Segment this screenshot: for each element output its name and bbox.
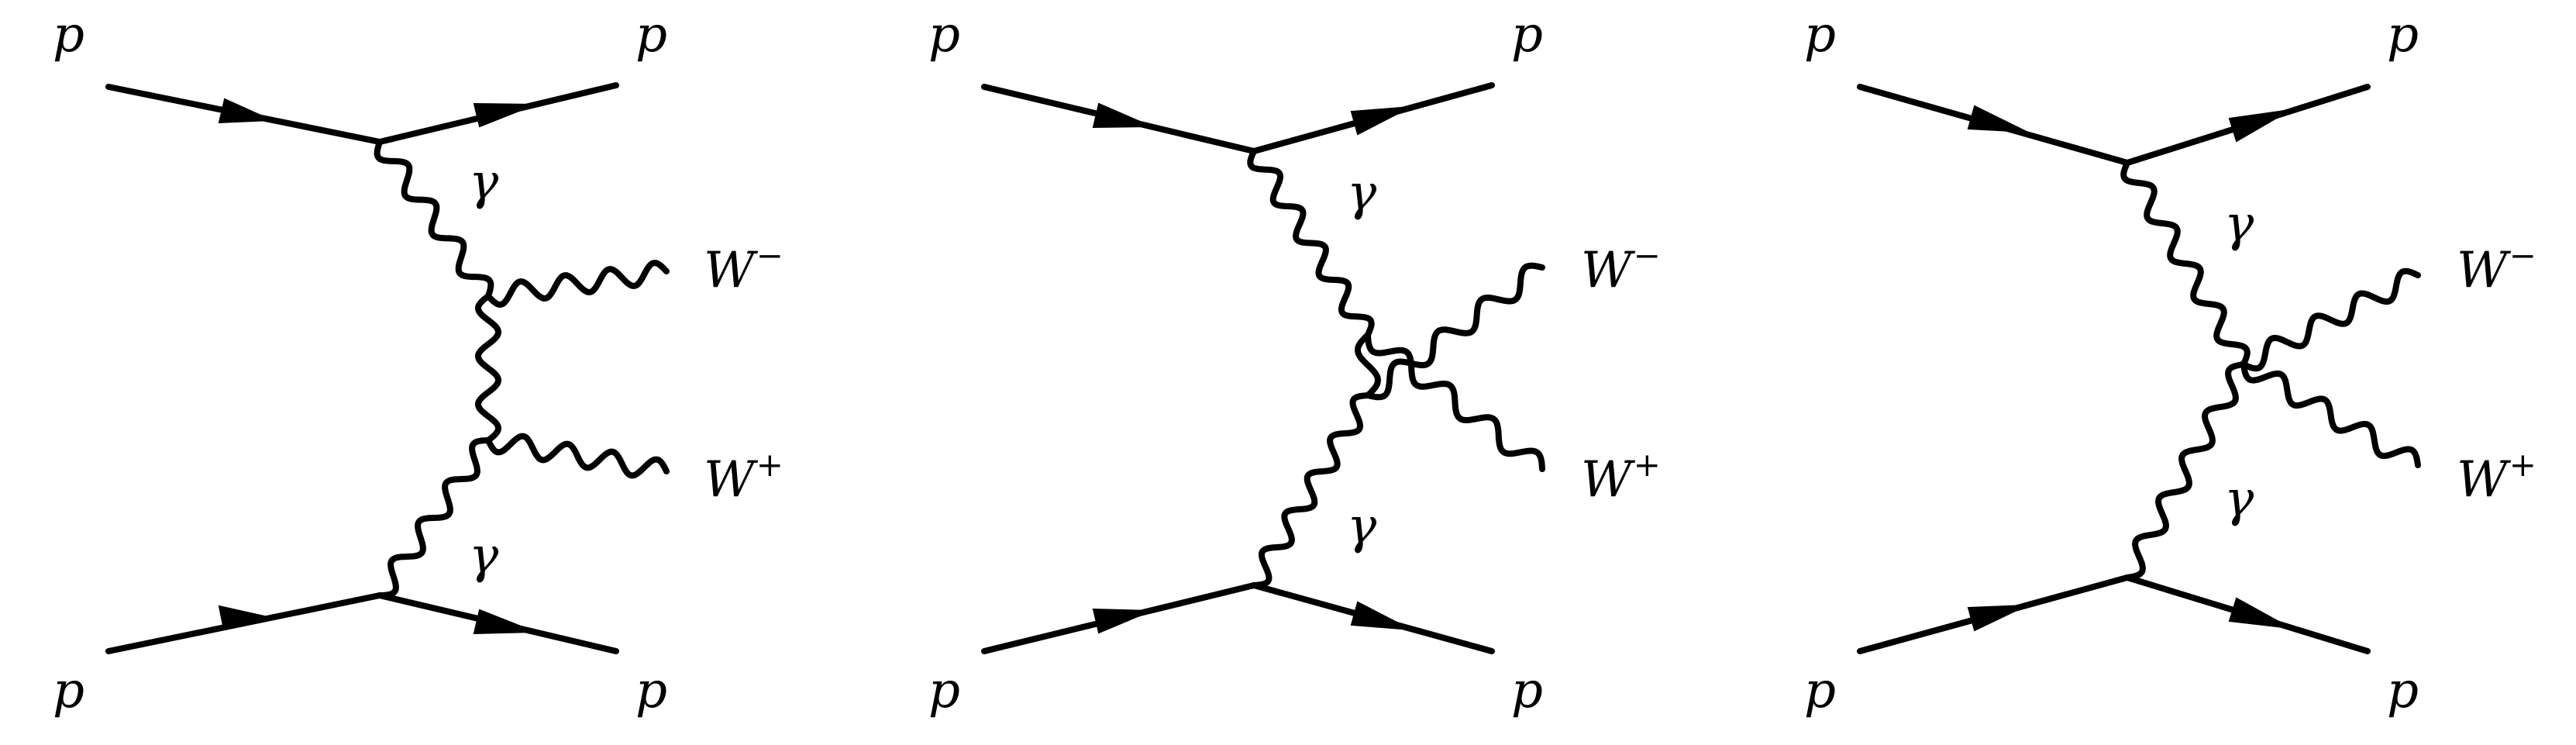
label-p-top-out: p xyxy=(1511,6,1543,64)
arrow-top-out xyxy=(473,102,536,128)
photon-bottom xyxy=(2124,361,2247,581)
arrow-top-out xyxy=(1350,106,1411,136)
photon-lines xyxy=(2120,160,2421,581)
arrow-bottom-out xyxy=(2228,597,2291,629)
arrow-bottom-in xyxy=(1967,605,2027,632)
label-p-bottom-out: p xyxy=(635,662,667,719)
label-p-bottom-out: p xyxy=(2387,662,2419,719)
w-minus-line xyxy=(2240,267,2421,372)
label-gamma-top: γ xyxy=(2224,195,2254,253)
diagram-quartic: p p p p γ γ W− W+ xyxy=(1804,6,2536,719)
w-propagator xyxy=(1354,332,1382,398)
label-p-bottom-in: p xyxy=(928,662,960,719)
label-w-plus: W+ xyxy=(2457,446,2536,509)
photon-bottom xyxy=(377,437,491,598)
w-minus-line xyxy=(485,260,670,308)
label-w-plus: W+ xyxy=(1581,446,1661,509)
label-p-bottom-out: p xyxy=(1511,662,1543,719)
label-p-bottom-in: p xyxy=(53,662,84,719)
label-p-top-in: p xyxy=(1804,6,1836,64)
w-propagator xyxy=(474,293,502,443)
arrow-top-in xyxy=(1092,102,1152,129)
label-w-plus: W+ xyxy=(704,446,783,509)
labels: p p p p γ γ W− W+ xyxy=(1804,6,2536,719)
arrow-bottom-out xyxy=(1350,601,1411,630)
fermion-lines xyxy=(105,82,619,654)
label-p-top-in: p xyxy=(53,6,84,64)
w-plus-line xyxy=(2240,361,2421,468)
label-w-minus: W− xyxy=(704,236,783,299)
photon-top xyxy=(1247,148,1375,338)
label-p-top-in: p xyxy=(928,6,960,64)
fermion-lines xyxy=(1857,84,2371,654)
arrow-bottom-in xyxy=(1092,608,1152,634)
arrow-top-out xyxy=(2228,109,2291,143)
label-w-minus: W− xyxy=(2457,236,2536,299)
label-gamma-top: γ xyxy=(1347,164,1377,222)
diagram-t-channel: p p p p γ γ W− W+ xyxy=(53,6,783,719)
arrow-top-in xyxy=(218,98,272,124)
photon-lines xyxy=(374,139,670,598)
labels: p p p p γ γ W− W+ xyxy=(53,6,783,719)
diagram-u-channel: p p p p γ γ W− W+ xyxy=(928,6,1661,719)
label-p-top-out: p xyxy=(635,6,667,64)
label-p-top-out: p xyxy=(2387,6,2419,64)
w-plus-line xyxy=(485,433,670,479)
w-plus-line xyxy=(1365,332,1545,472)
label-w-minus: W− xyxy=(1581,236,1661,299)
label-gamma-bottom: γ xyxy=(1347,498,1377,555)
photon-top xyxy=(2120,160,2251,367)
arrow-bottom-out xyxy=(473,609,536,635)
fermion-lines xyxy=(981,82,1495,654)
label-gamma-bottom: γ xyxy=(2224,471,2254,528)
labels: p p p p γ γ W− W+ xyxy=(928,6,1661,719)
w-minus-line xyxy=(1365,262,1545,401)
label-gamma-bottom: γ xyxy=(469,527,499,585)
label-gamma-top: γ xyxy=(469,153,499,211)
arrow-top-in xyxy=(1967,105,2027,133)
photon-top xyxy=(374,139,494,299)
photon-bottom xyxy=(1251,392,1371,588)
label-p-bottom-in: p xyxy=(1804,662,1836,719)
photon-lines xyxy=(1247,148,1545,588)
arrow-bottom-in xyxy=(218,605,272,631)
